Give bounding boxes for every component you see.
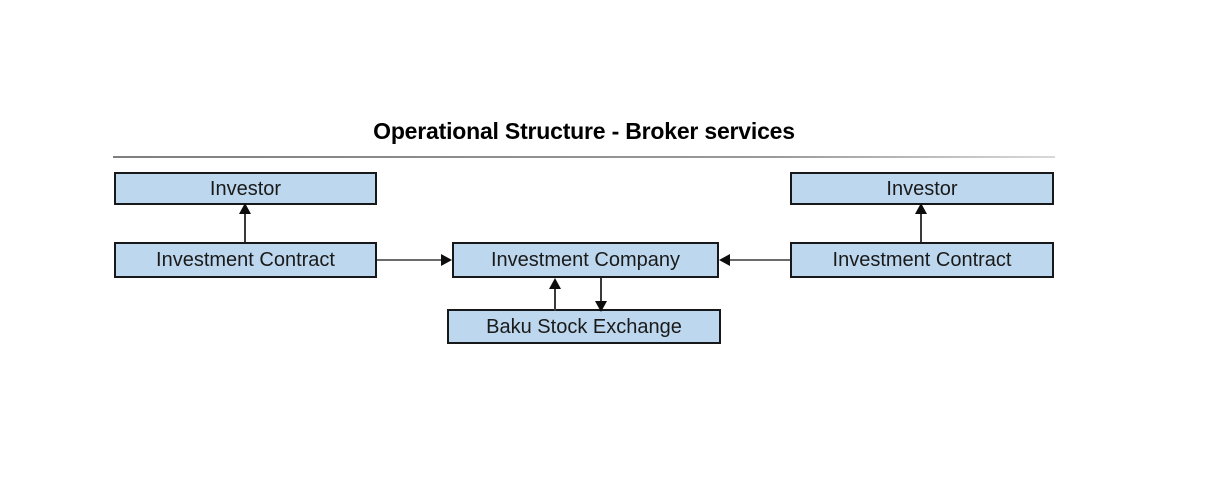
node-investment-company[interactable]: Investment Company xyxy=(452,242,719,278)
arrow-up-icon xyxy=(549,278,561,289)
connector-line xyxy=(730,259,790,261)
arrow-down-icon xyxy=(595,301,607,312)
arrow-left-icon xyxy=(719,254,730,266)
arrow-up-icon xyxy=(239,203,251,214)
node-investor-left[interactable]: Investor xyxy=(114,172,377,205)
page-title: Operational Structure - Broker services xyxy=(373,118,795,144)
node-investment-contract-right[interactable]: Investment Contract xyxy=(790,242,1054,278)
connector-line xyxy=(920,207,922,242)
connector-line xyxy=(554,282,556,311)
arrow-up-icon xyxy=(915,203,927,214)
node-baku-stock-exchange[interactable]: Baku Stock Exchange xyxy=(447,309,721,344)
title-divider xyxy=(113,156,1055,158)
connector-line xyxy=(377,259,443,261)
connector-line xyxy=(600,278,602,305)
node-investment-contract-left[interactable]: Investment Contract xyxy=(114,242,377,278)
connector-line xyxy=(244,207,246,242)
node-investor-right[interactable]: Investor xyxy=(790,172,1054,205)
arrow-right-icon xyxy=(441,254,452,266)
